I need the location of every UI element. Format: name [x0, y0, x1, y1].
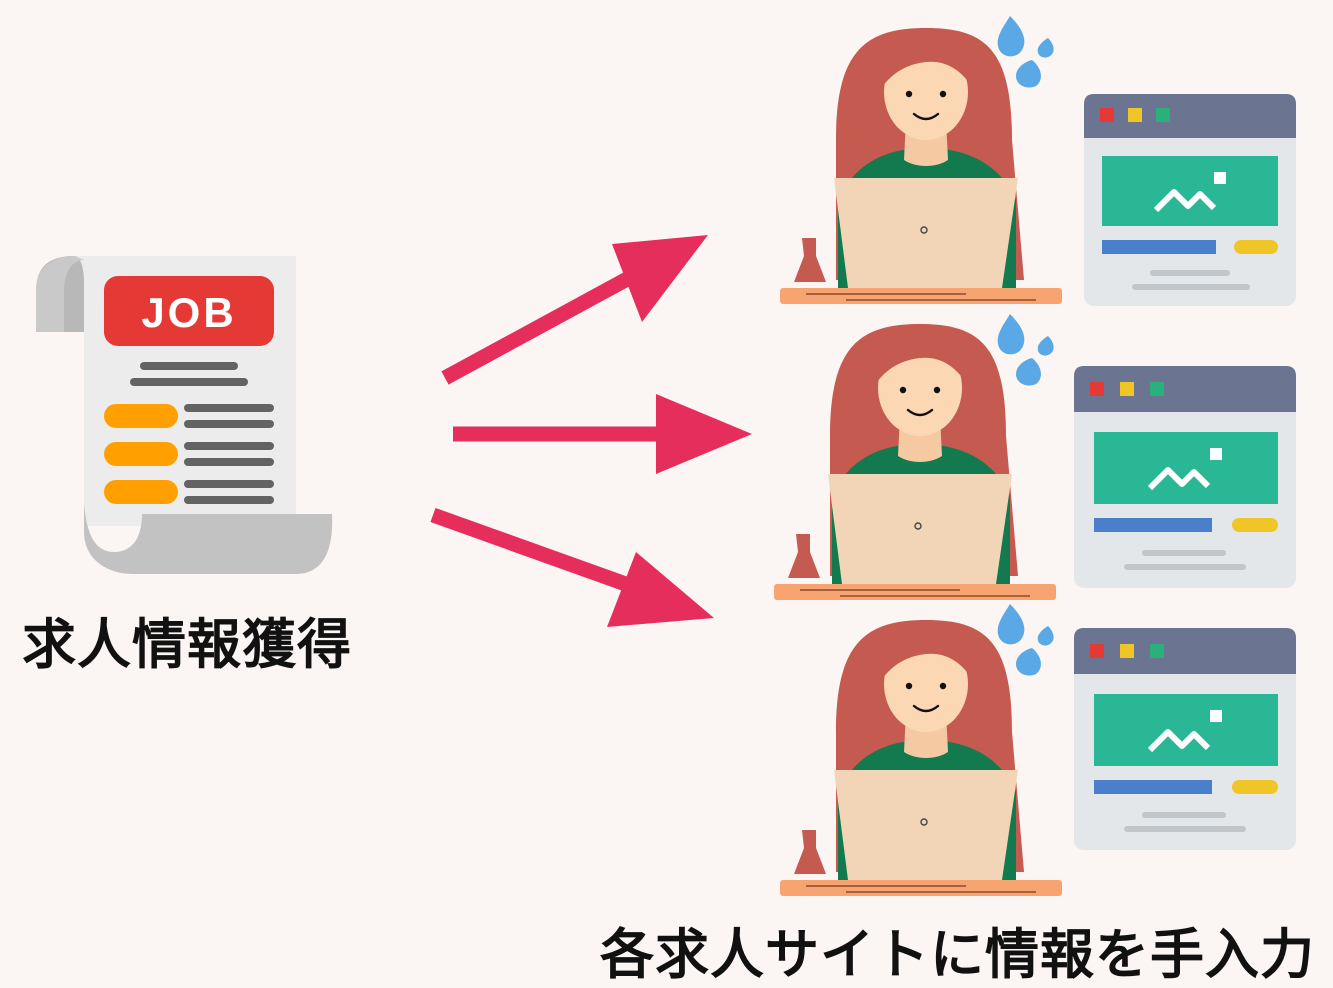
stressed-worker-icon: [780, 28, 1062, 304]
worker-row: [776, 10, 1296, 310]
arrow-icon: [453, 394, 752, 474]
job-document-icon: JOB: [34, 252, 334, 582]
web-form-icon: [1084, 94, 1296, 306]
stressed-worker-icon: [774, 324, 1056, 600]
web-form-icon: [1074, 628, 1296, 850]
sweat-drops-icon: [997, 16, 1054, 88]
workers-group: [770, 10, 1310, 910]
arrow-icon: [441, 235, 708, 385]
worker-row: [776, 602, 1296, 902]
stressed-worker-icon: [780, 620, 1062, 896]
sweat-drops-icon: [997, 314, 1054, 386]
worker-row: [770, 306, 1296, 606]
job-badge-text: JOB: [141, 289, 236, 336]
process-caption: 各求人サイトに情報を手入力: [600, 923, 1315, 986]
web-form-icon: [1074, 366, 1296, 588]
source-caption: 求人情報獲得: [22, 613, 352, 676]
arrow-icon: [430, 507, 714, 627]
sweat-drops-icon: [997, 604, 1054, 676]
